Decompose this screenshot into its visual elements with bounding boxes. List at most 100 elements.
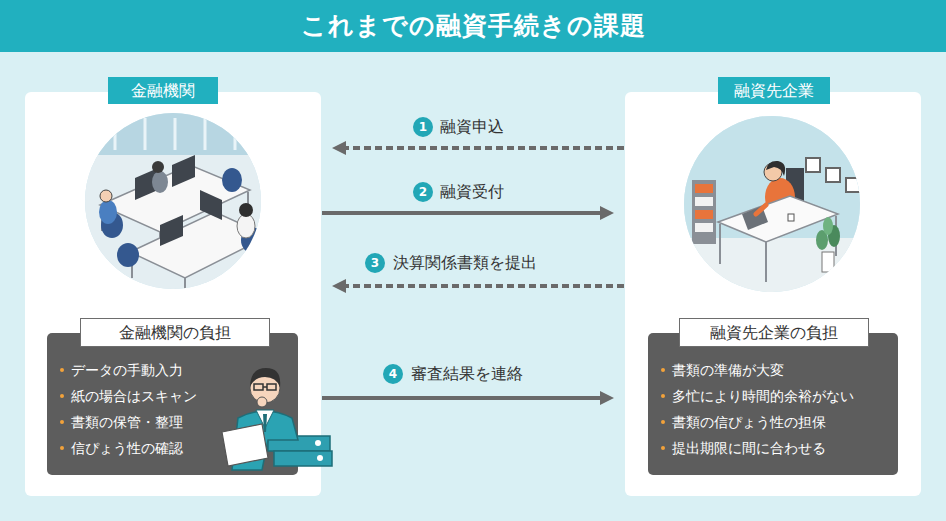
worker-head — [250, 373, 280, 403]
callout-number: 2 — [413, 182, 433, 202]
title-band: これまでの融資手続きの課題 — [0, 0, 946, 52]
burden-box: 金融機関の負担データの手動入力紙の場合はスキャン書類の保管・整理信ぴょう性の確認 — [47, 333, 298, 475]
company-illustration — [684, 116, 860, 294]
flow-arrow — [322, 211, 604, 215]
monitor — [135, 168, 158, 200]
company-wall — [684, 116, 860, 238]
callout-number: 1 — [413, 117, 433, 137]
panel-heading: 融資先企業 — [718, 77, 830, 104]
plant-leaf — [823, 217, 833, 235]
office-floor — [85, 155, 261, 289]
bullet-text: 紙の場合はスキャン — [71, 388, 197, 404]
diagram-title: これまでの融資手続きの課題 — [0, 0, 946, 52]
person-head — [239, 203, 253, 217]
flow-arrow — [342, 146, 624, 150]
flow-arrow — [342, 284, 624, 288]
box-heading: 融資先企業の負担 — [679, 318, 869, 347]
person-hair — [766, 161, 785, 176]
company-floor — [684, 238, 860, 294]
plant-pot — [822, 252, 834, 272]
wall-frame — [806, 158, 820, 172]
bullet-dot — [60, 368, 64, 372]
shelf — [692, 180, 716, 244]
hand — [257, 397, 267, 407]
chair-back — [786, 168, 804, 208]
chair — [241, 227, 263, 253]
monitor — [160, 215, 183, 246]
book — [695, 210, 713, 219]
party-panel: 金融機関金融機関の負担データの手動入力紙の場合はスキャン書類の保管・整理信ぴょう… — [25, 92, 321, 496]
binder — [274, 451, 332, 466]
worker-illustration — [222, 368, 332, 470]
binder-ring — [317, 455, 323, 461]
paper — [222, 424, 268, 466]
bullet-item: 書類の信ぴょう性の担保 — [660, 409, 854, 435]
person-arm — [756, 205, 766, 214]
bullet-item: 紙の場合はスキャン — [59, 383, 197, 409]
bullet-dot — [60, 420, 64, 424]
binder — [268, 436, 330, 451]
desk — [718, 196, 838, 242]
box-heading: 金融機関の負担 — [80, 318, 270, 347]
burden-box: 融資先企業の負担書類の準備が大変多忙により時間的余裕がない書類の信ぴょう性の担保… — [648, 333, 898, 475]
book — [695, 184, 713, 193]
desk-legs — [720, 216, 836, 282]
person-head — [764, 163, 782, 181]
bullet-dot — [60, 394, 64, 398]
bullet-text: 提出期限に間に合わせる — [672, 440, 826, 456]
suit — [232, 411, 298, 470]
tie — [263, 414, 267, 432]
bullet-text: 書類の信ぴょう性の担保 — [672, 414, 826, 430]
bullet-item: 書類の保管・整理 — [59, 409, 197, 435]
book — [695, 223, 713, 232]
desk-row — [100, 165, 250, 232]
plant-leaf — [816, 230, 828, 250]
desk-legs — [132, 238, 266, 298]
person-head — [100, 190, 112, 202]
party-panel: 融資先企業融資先企業の負担書類の準備が大変多忙により時間的余裕がない書類の信ぴょ… — [625, 92, 921, 496]
company-circle — [684, 116, 860, 292]
bullet-item: 信ぴょう性の確認 — [59, 435, 197, 461]
chair — [117, 243, 139, 267]
office-wall — [85, 113, 261, 155]
bullet-text: 書類の準備が大変 — [672, 362, 784, 378]
callout-number: 3 — [365, 253, 385, 273]
office-circle — [85, 113, 261, 289]
bullet-text: 信ぴょう性の確認 — [71, 440, 183, 456]
bullet-dot — [661, 446, 665, 450]
bullet-text: データの手動入力 — [71, 362, 183, 378]
bullet-item: 提出期限に間に合わせる — [660, 435, 854, 461]
office-illustration — [85, 113, 268, 298]
collar — [256, 410, 274, 428]
desk-row — [130, 212, 268, 278]
bullet-item: 書類の準備が大変 — [660, 357, 854, 383]
worker-hair — [250, 368, 280, 387]
bullet-dot — [661, 394, 665, 398]
window-lines — [115, 118, 235, 150]
plant-leaf — [828, 225, 840, 247]
wall-frame — [846, 178, 860, 192]
mug — [788, 214, 794, 221]
bullet-text: 多忙により時間的余裕がない — [672, 388, 854, 404]
edge-label: 融資申込 — [440, 116, 504, 138]
edge-label: 決算関係書類を提出 — [393, 252, 537, 274]
binder-ring — [315, 440, 321, 446]
book — [695, 197, 713, 206]
bullet-dot — [661, 368, 665, 372]
bullet-dot — [60, 446, 64, 450]
bullet-list: 書類の準備が大変多忙により時間的余裕がない書類の信ぴょう性の担保提出期限に間に合… — [660, 357, 854, 461]
person — [152, 171, 168, 193]
chair — [222, 168, 242, 192]
monitor — [172, 155, 195, 187]
glasses-bridge — [263, 386, 267, 388]
bullet-item: 多忙により時間的余裕がない — [660, 383, 854, 409]
person — [765, 178, 795, 216]
edge-label: 融資受付 — [440, 181, 504, 203]
panel-heading: 金融機関 — [108, 77, 218, 104]
glasses — [267, 384, 276, 390]
wall-frame — [826, 168, 840, 182]
person — [99, 200, 117, 224]
bullet-item: データの手動入力 — [59, 357, 197, 383]
